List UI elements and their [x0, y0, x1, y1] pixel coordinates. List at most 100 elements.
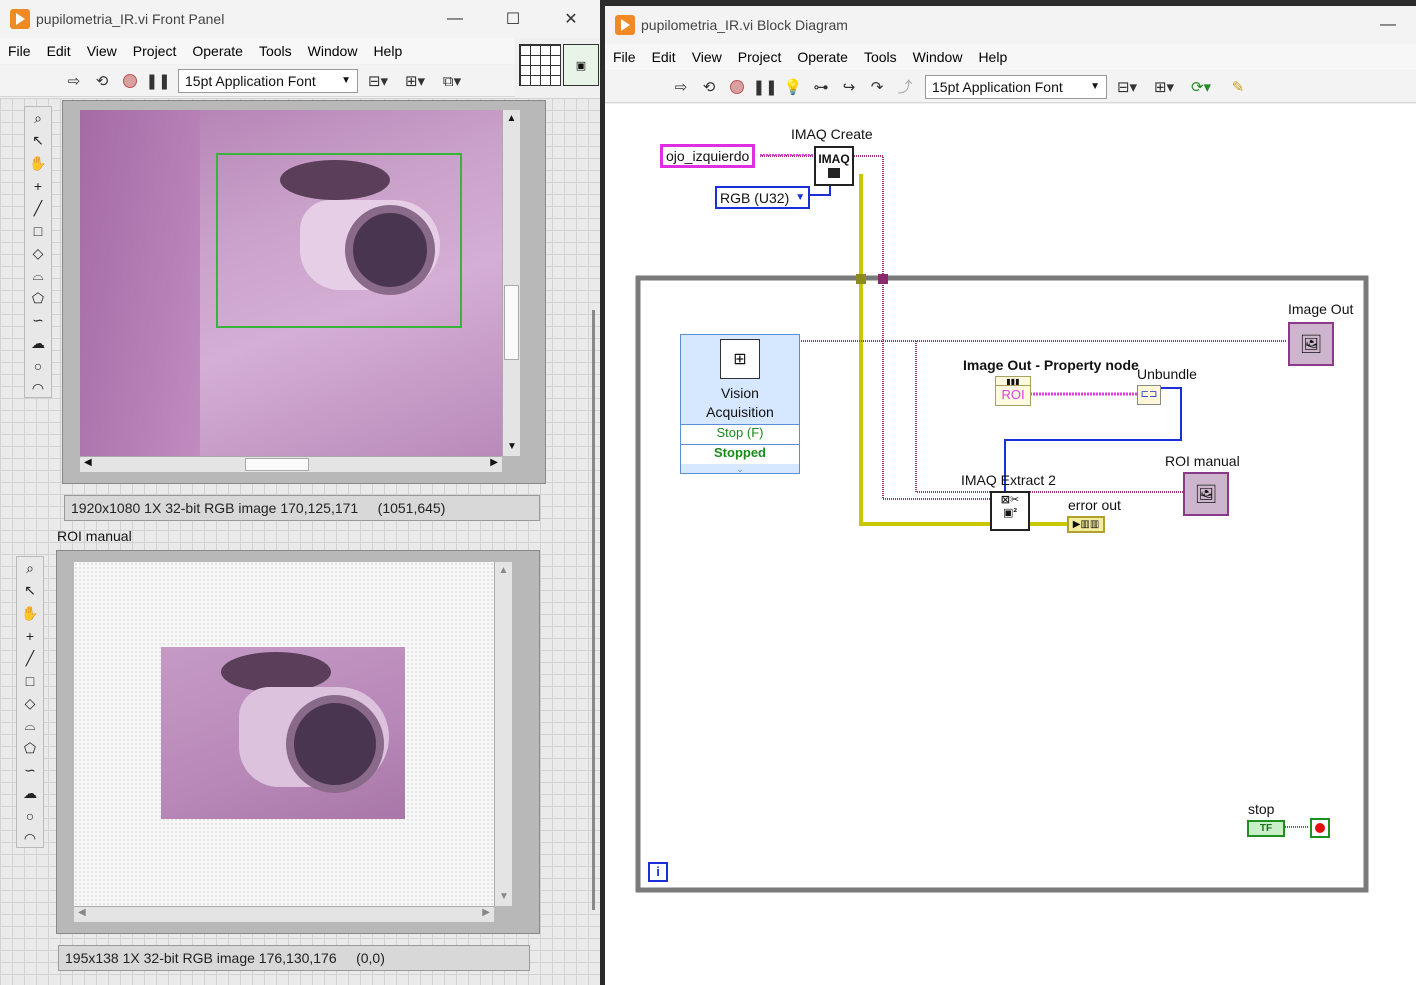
freehand-icon[interactable]: ☁: [31, 334, 45, 351]
menu-window[interactable]: Window: [307, 43, 358, 59]
stop-terminal-bool[interactable]: TF: [1247, 820, 1285, 837]
run-arrow-icon[interactable]: ⇨: [67, 72, 81, 90]
maximize-icon[interactable]: ☐: [505, 11, 521, 28]
point-icon[interactable]: +: [25, 627, 35, 644]
point-icon[interactable]: +: [33, 177, 43, 194]
stopped-terminal[interactable]: Stopped: [681, 444, 799, 464]
menu-operate[interactable]: Operate: [797, 49, 848, 65]
menu-file[interactable]: File: [8, 43, 31, 59]
run-arrow-icon[interactable]: ⇨: [674, 78, 688, 96]
menu-window[interactable]: Window: [912, 49, 963, 65]
imaq-create-node[interactable]: IMAQ: [814, 146, 854, 186]
roi-manual-vscroll[interactable]: ▲ ▼: [494, 562, 512, 906]
step-out-icon[interactable]: ⤴: [897, 79, 913, 96]
loop-condition-stop-icon[interactable]: [1310, 818, 1330, 838]
front-panel-right-scrollbar[interactable]: [592, 310, 595, 910]
stop-terminal[interactable]: Stop (F): [681, 424, 799, 444]
clean-up-diagram-icon[interactable]: ✎: [1231, 78, 1245, 96]
rotated-rect-icon[interactable]: ◇: [24, 694, 36, 711]
abort-icon[interactable]: [726, 76, 748, 98]
image-out-display[interactable]: [80, 110, 502, 456]
distribute-objects-icon[interactable]: ⊞▾: [404, 72, 426, 90]
connector-pane-icon[interactable]: [519, 44, 561, 86]
polygon-icon[interactable]: ⬠: [23, 739, 37, 756]
oval-icon[interactable]: ○: [33, 357, 43, 374]
image-out-terminal[interactable]: 🖼: [1288, 322, 1334, 366]
property-node[interactable]: ▮▮▮ ROI: [995, 376, 1031, 406]
scroll-left-icon[interactable]: ◀: [84, 457, 92, 468]
minimize-icon[interactable]: —: [1380, 16, 1396, 33]
rectangle-icon[interactable]: □: [25, 672, 35, 689]
freehand-line-icon[interactable]: ∽: [32, 312, 44, 329]
scroll-right-icon[interactable]: ▶: [482, 907, 490, 918]
scroll-left-icon[interactable]: ◀: [78, 907, 86, 918]
menu-tools[interactable]: Tools: [863, 49, 897, 65]
polygon-icon[interactable]: ⬠: [31, 289, 45, 306]
menu-view[interactable]: View: [86, 43, 117, 59]
broken-line-icon[interactable]: ◠: [31, 379, 45, 396]
error-out-terminal[interactable]: ▶▥▥: [1067, 516, 1105, 533]
menu-view[interactable]: View: [691, 49, 722, 65]
scroll-up-icon[interactable]: ▲: [506, 113, 517, 124]
distribute-objects-icon[interactable]: ⊞▾: [1153, 78, 1175, 96]
roi-rectangle[interactable]: [216, 153, 462, 328]
roi-manual-hscroll[interactable]: ◀ ▶: [74, 906, 494, 922]
step-into-icon[interactable]: ↪: [842, 78, 856, 96]
zoom-icon[interactable]: ⌕: [26, 559, 34, 576]
abort-icon[interactable]: [119, 70, 141, 92]
menu-help[interactable]: Help: [373, 43, 403, 59]
run-continuously-icon[interactable]: ⟲: [702, 78, 716, 96]
freehand-line-icon[interactable]: ∽: [24, 762, 36, 779]
menu-edit[interactable]: Edit: [46, 43, 71, 59]
pointer-icon[interactable]: ↖: [24, 582, 36, 599]
menu-tools[interactable]: Tools: [258, 43, 292, 59]
imaq-extract-node[interactable]: ⊠✂▣²: [990, 491, 1030, 531]
menu-edit[interactable]: Edit: [651, 49, 676, 65]
align-objects-icon[interactable]: ⊟▾: [367, 72, 389, 90]
menu-project[interactable]: Project: [132, 43, 177, 59]
roi-manual-terminal[interactable]: 🖼: [1183, 472, 1229, 516]
image-out-hscroll[interactable]: ◀ ▶: [80, 456, 502, 472]
pan-icon[interactable]: ✋: [29, 154, 47, 171]
pointer-icon[interactable]: ↖: [32, 132, 44, 149]
vision-acquisition-node[interactable]: ⊞ Vision Acquisition Stop (F) Stopped ⌄: [680, 334, 800, 474]
annulus-icon[interactable]: ⌓: [24, 717, 36, 734]
expand-chevron-icon[interactable]: ⌄: [736, 464, 744, 474]
line-icon[interactable]: ╱: [33, 199, 43, 216]
unbundle-node[interactable]: ⊏⊐: [1137, 385, 1161, 405]
close-icon[interactable]: ✕: [564, 11, 578, 28]
oval-icon[interactable]: ○: [25, 807, 35, 824]
string-constant[interactable]: ojo_izquierdo: [660, 144, 756, 168]
scroll-right-icon[interactable]: ▶: [490, 457, 498, 468]
zoom-icon[interactable]: ⌕: [34, 109, 42, 126]
pause-icon[interactable]: ❚❚: [752, 78, 778, 96]
reorder-icon[interactable]: ⟳▾: [1190, 78, 1212, 96]
resize-objects-icon[interactable]: ⧉▾: [442, 72, 462, 90]
font-selector[interactable]: 15pt Application Font ▼: [925, 74, 1107, 99]
scroll-down-icon[interactable]: ▼: [499, 891, 509, 902]
freehand-icon[interactable]: ☁: [23, 784, 37, 801]
pause-icon[interactable]: ❚❚: [145, 72, 171, 90]
vi-icon[interactable]: ▣: [563, 44, 599, 86]
font-selector[interactable]: 15pt Application Font ▼: [178, 68, 358, 93]
rotated-rect-icon[interactable]: ◇: [32, 244, 44, 261]
line-icon[interactable]: ╱: [25, 649, 35, 666]
step-over-icon[interactable]: ↷: [870, 78, 884, 96]
scroll-down-icon[interactable]: ▼: [507, 441, 517, 452]
annulus-icon[interactable]: ⌓: [32, 267, 44, 284]
menu-operate[interactable]: Operate: [192, 43, 243, 59]
align-objects-icon[interactable]: ⊟▾: [1116, 78, 1138, 96]
enum-constant[interactable]: RGB (U32) ▼: [715, 186, 811, 209]
menu-help[interactable]: Help: [978, 49, 1008, 65]
broken-line-icon[interactable]: ◠: [23, 829, 37, 846]
image-out-vscroll[interactable]: ▲ ▼: [502, 110, 520, 456]
menu-project[interactable]: Project: [737, 49, 782, 65]
minimize-icon[interactable]: —: [447, 10, 463, 27]
highlight-execution-icon[interactable]: 💡: [783, 78, 803, 96]
hscroll-thumb[interactable]: [245, 458, 309, 471]
retain-wire-values-icon[interactable]: ⊶: [813, 78, 829, 96]
rectangle-icon[interactable]: □: [33, 222, 43, 239]
loop-iteration-terminal[interactable]: i: [648, 862, 668, 882]
vscroll-thumb[interactable]: [504, 285, 519, 360]
menu-file[interactable]: File: [613, 49, 636, 65]
